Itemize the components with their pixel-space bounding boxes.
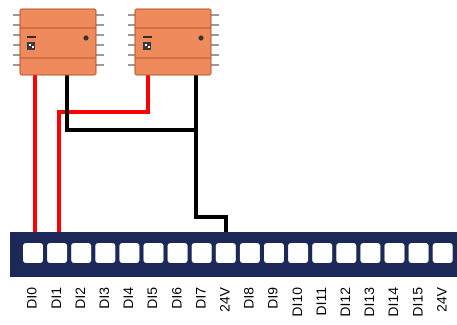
wire-sensor1-common (65, 74, 194, 132)
terminal-slot-di10 (288, 243, 309, 263)
terminal-slot-di13 (360, 243, 381, 263)
terminal-slot-24v-8 (215, 243, 236, 263)
terminal-slot-24v-17 (432, 243, 453, 263)
sensor-pins-left (13, 14, 23, 66)
terminal-label: DI0 (24, 287, 40, 309)
terminal-label: DI1 (48, 287, 64, 309)
terminal-slot-di3 (95, 243, 116, 263)
sensor-module-1 (13, 8, 104, 76)
wire-sensor2-di1 (57, 74, 150, 249)
terminal-label: DI13 (361, 287, 377, 317)
brand-mark-icon (143, 36, 152, 38)
terminal-label: DI7 (192, 287, 208, 309)
sensor-pins-right (209, 14, 219, 66)
terminal-label: DI6 (168, 287, 184, 309)
terminal-label: DI10 (289, 287, 305, 317)
terminal-label: DI8 (241, 287, 257, 309)
terminal-slot-di9 (264, 243, 284, 263)
wires (33, 74, 228, 249)
brand-mark-icon (27, 36, 36, 38)
terminal-slot-di0 (23, 243, 43, 263)
terminal-label: DI11 (313, 287, 329, 316)
led-indicator-icon (198, 35, 204, 41)
sensor-module-2 (128, 8, 219, 76)
terminal-label: DI9 (265, 287, 281, 309)
terminal-slots (23, 243, 453, 263)
terminal-slot-di7 (191, 243, 212, 263)
sensor-pins-right (94, 14, 104, 66)
terminal-slot-di4 (119, 243, 140, 263)
terminal-label: DI3 (96, 287, 112, 309)
terminal-slot-di6 (167, 243, 188, 263)
terminal-slot-di12 (336, 243, 357, 263)
terminal-label: 24V (433, 286, 449, 312)
terminal-slot-di1 (47, 243, 68, 263)
terminal-strip (10, 232, 457, 277)
terminal-label: DI15 (409, 287, 425, 317)
terminal-slot-di15 (408, 243, 429, 263)
terminal-labels: DI0 DI1 DI2 DI3 DI4 DI5 DI6 DI7 24V DI8 DI9 DI10 DI1… (24, 286, 450, 316)
terminal-slot-di5 (143, 243, 164, 263)
wire-sensor2-24v (194, 74, 228, 249)
terminal-label: DI12 (337, 287, 353, 317)
terminal-slot-di14 (384, 243, 405, 263)
terminal-label: DI4 (120, 287, 136, 309)
sensor-pins-left (128, 14, 138, 66)
terminal-slot-di2 (71, 243, 92, 263)
terminal-label: DI14 (385, 287, 401, 317)
terminal-slot-di11 (312, 243, 333, 263)
terminal-label: DI5 (144, 287, 160, 309)
led-indicator-icon (83, 35, 89, 41)
terminal-label: 24V (217, 286, 233, 312)
terminal-slot-di8 (239, 243, 260, 263)
terminal-label: DI2 (72, 287, 88, 309)
